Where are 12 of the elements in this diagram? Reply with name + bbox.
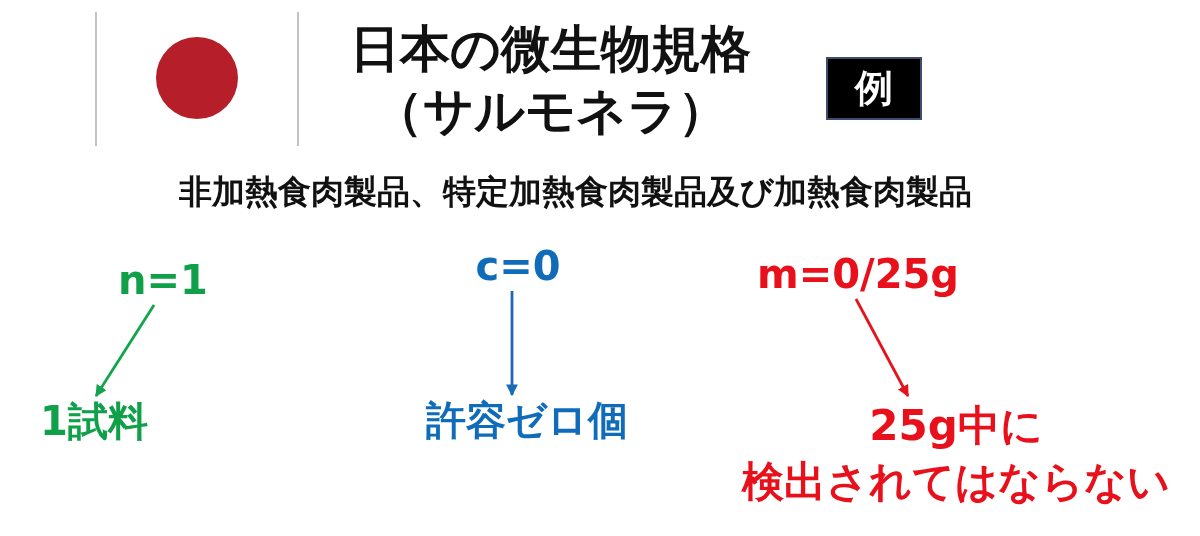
parameter-label: c=0 bbox=[475, 243, 561, 289]
meaning-text: 25g中に検出されてはならない bbox=[742, 398, 1170, 510]
parameter-label: n=1 bbox=[118, 257, 208, 303]
meaning-text: 1試料 bbox=[40, 398, 148, 444]
arrow bbox=[94, 304, 156, 397]
example-tag: 例 bbox=[826, 57, 922, 120]
arrow bbox=[854, 298, 910, 398]
arrow bbox=[506, 291, 518, 397]
subtitle: 非加熱食肉製品、特定加熱食肉製品及び加熱食肉製品 bbox=[178, 171, 972, 213]
parameter-label: m=0/25g bbox=[757, 251, 959, 297]
title: 日本の微生物規格（サルモネラ） bbox=[349, 19, 751, 142]
meaning-text: 許容ゼロ個 bbox=[426, 397, 628, 443]
